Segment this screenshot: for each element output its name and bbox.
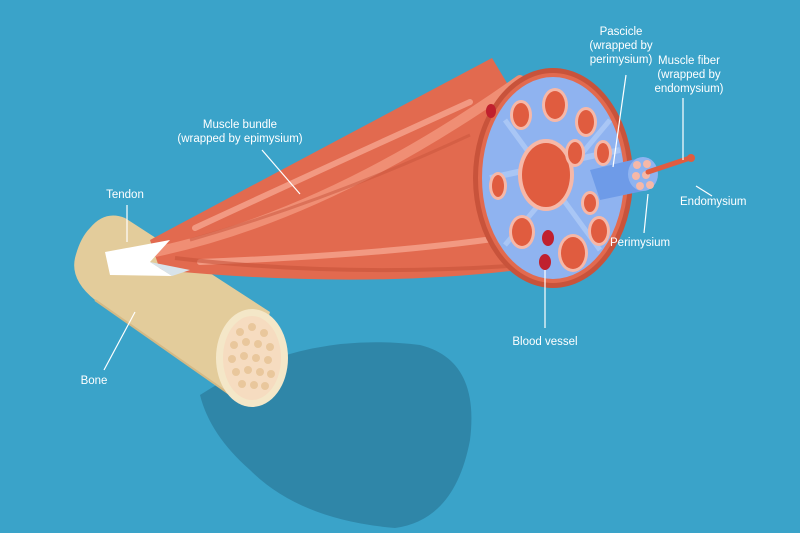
blood-vessels — [486, 104, 554, 270]
endomysium-tip — [687, 154, 695, 162]
blood-vessel — [542, 230, 554, 246]
fascicle — [581, 191, 599, 215]
blood-vessel-label: Blood vessel — [512, 336, 578, 348]
muscle-fiber-label-line3: endomysium) — [654, 83, 724, 95]
fascicle — [509, 215, 535, 249]
bone-spongy-texture — [228, 323, 275, 390]
muscle-bundle-label-line1: Muscle bundle — [202, 119, 278, 131]
blood-vessel — [486, 104, 496, 118]
fascicle — [565, 139, 585, 167]
fascicle — [575, 107, 597, 137]
fascicle — [542, 88, 568, 122]
muscle-bundle-label: Muscle bundle (wrapped by epimysium) — [170, 118, 310, 146]
muscle-fiber-strand — [645, 155, 693, 175]
fascicles — [489, 88, 612, 272]
tendon-label: Tendon — [106, 189, 144, 201]
muscle-fiber-label-line1: Muscle fiber — [658, 55, 720, 67]
pascicle-label-line1: Pascicle — [599, 26, 643, 38]
fascicle — [510, 100, 532, 130]
extracted-fascicle — [590, 154, 695, 200]
blood-vessel — [539, 254, 551, 270]
fascicle — [594, 140, 612, 166]
endomysium-label: Endomysium — [680, 196, 747, 208]
fascicle — [489, 172, 507, 200]
muscle-cross-section — [473, 68, 633, 288]
muscle-fiber-label-line2: (wrapped by — [657, 69, 721, 81]
muscle-fiber-label: Muscle fiber (wrapped by endomysium) — [646, 54, 732, 96]
fascicle-large — [518, 139, 574, 211]
pascicle-label-line2: (wrapped by — [589, 40, 653, 52]
pascicle-label-line3: perimysium) — [589, 54, 653, 66]
fascicle — [558, 234, 588, 272]
muscle-bundle-label-line2: (wrapped by epimysium) — [177, 133, 303, 145]
perimysium-label: Perimysium — [610, 237, 671, 249]
bone-label: Bone — [80, 375, 108, 387]
leader-lines — [103, 74, 713, 371]
fascicle — [588, 216, 610, 246]
pascicle-label: Pascicle (wrapped by perimysium) — [576, 25, 666, 67]
tendon — [105, 240, 190, 276]
